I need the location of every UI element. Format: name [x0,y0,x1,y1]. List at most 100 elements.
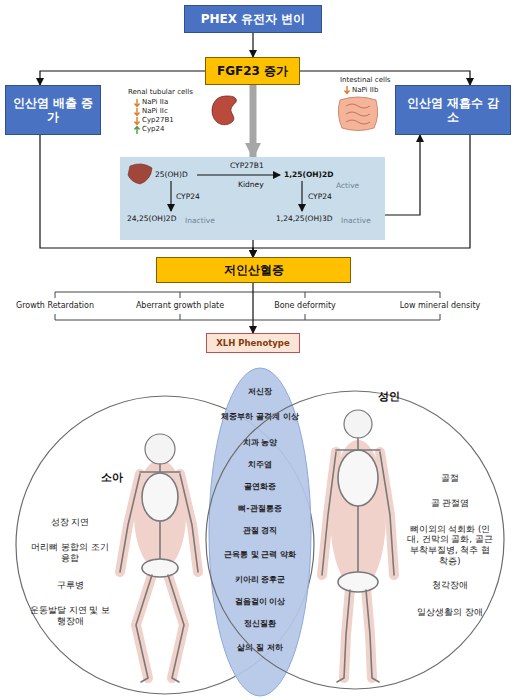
node-label: CYP24 [176,192,200,201]
annotation-label: NaPi IIc [142,107,168,115]
node-label: 일상생활의 장애 [407,607,493,618]
node-label: 체중부하 골격계 이상 [214,412,306,422]
child-skeleton [120,474,140,572]
node-label: 키아리 증후군 [214,575,306,585]
box-label: XLH Phenotype [216,338,289,348]
child-skeleton [180,474,198,572]
feature-label: Low mineral density [400,301,481,311]
bracket-lines [55,314,440,320]
kidney-icon [212,96,236,125]
intestine-icon [338,97,377,131]
node-label: Active [336,181,359,190]
venn-circle: 성인골절골 관절염뼈이외의 석회화 (인대, 건막의 골화, 골근부착부질병, … [205,390,505,690]
adult-skeleton [338,572,378,592]
node-label: 청각장애 [407,580,493,591]
intestine-icon [338,97,377,131]
annotation-label: Cyp27B1 [142,116,174,124]
phenotype-box: XLH Phenotype [206,333,300,353]
adult-skeleton [336,449,380,451]
child-skeleton [142,559,178,577]
adult-skeleton [380,452,394,575]
node-label: 성장 지연 [28,517,112,528]
flow-arrow [300,71,470,85]
expression-arrows [135,127,140,135]
box-label: 인산염 배출 증가 [11,96,95,125]
reaction-arrow [170,181,171,211]
adult-skeleton [337,590,350,682]
expression-arrows [135,108,140,116]
node-label: 골연화증 [214,482,306,492]
node-label: 저신장 [214,387,306,397]
adult-skeleton [322,452,336,575]
child-skeleton [145,434,175,464]
node-label: CYP27B1 [230,161,264,170]
adult-skeleton [366,590,379,682]
ellipse-outline [209,368,311,696]
node-label: 25(OH)D [155,170,188,179]
feature-label: Bone deformity [274,301,336,311]
intestine-icon [346,104,370,124]
flow-arrow [252,283,253,333]
flow-arrow [252,33,253,57]
node-label: 근육통 및 근력 약화 [214,550,306,560]
adult-skeleton [322,410,394,682]
child-skeleton [120,434,198,682]
node-label: 뼈이외의 석회화 (인대, 건막의 골화, 골근부착부질병, 척추 협착증) [407,524,493,567]
flow-arrow [385,135,420,215]
reaction-arrow [197,174,280,175]
annotation-label: NaPi IIb [352,86,378,94]
node-label: Kidney [238,180,264,189]
box-label: 저인산혈증 [224,263,284,277]
process-box: 인산염 배출 증가 [5,85,101,135]
adult-skeleton [338,450,378,506]
node-label: 머리뼈 봉합의 조기융합 [28,542,112,563]
child-skeleton [120,474,198,678]
child-skeleton [120,464,198,682]
node-label: 소아 [92,471,132,485]
node-label: Inactive [185,216,215,225]
node-label: Inactive [341,216,371,225]
reaction-arrow [301,181,302,211]
block-arrow [250,85,257,157]
circle-outline [206,391,504,689]
box-label: 인산염 재흡수 감소 [401,96,505,125]
pathway-panel: 25(OH)D CYP27B1Kidney 1,25(OH)2DActiveCYP2… [120,157,385,240]
node-label: 관절 경직 [214,526,306,536]
child-skeleton [134,460,186,570]
kidney-icon [212,96,236,125]
process-box: PHEX 유전자 변이 [184,5,322,33]
child-skeleton [142,473,178,521]
flow-arrow [40,71,205,85]
liver-icon [128,164,152,184]
annotation-label: NaPi IIa [142,98,168,106]
node-label: 정신질환 [214,619,306,629]
bracket-lines [55,292,440,320]
node-label: 1,25(OH)2D [284,170,333,179]
adult-skeleton [344,410,372,438]
node-label: 걸음걸이 이상 [214,597,306,607]
node-label: CYP24 [308,192,332,201]
node-label: 삶의 질 저하 [214,643,306,653]
feature-label: Growth Retardation [16,301,94,311]
node-label: 뼈-관절통증 [214,504,306,514]
node-label: 골 관절염 [407,498,493,509]
expression-arrows [345,86,350,94]
process-box: 인산염 재흡수 감소 [395,85,511,135]
child-skeleton [168,575,184,682]
box-label: PHEX 유전자 변이 [201,12,306,26]
box-label: FGF23 증가 [217,64,288,78]
node-label: 골절 [407,473,493,484]
annotation-label: Renal tubular cells [128,88,193,96]
bracket-lines [55,292,440,298]
node-label: 운동발달 지연 및 보행장애 [28,605,112,626]
feature-label: Aberrant growth plate [136,301,224,311]
expression-arrows [135,99,140,107]
node-label: 구루병 [28,580,112,591]
child-skeleton [140,471,180,473]
process-box: FGF23 증가 [205,57,300,85]
process-box: 저인산혈증 [156,257,351,283]
node-label: 치과 농양 [214,438,306,448]
adult-skeleton [322,438,394,682]
node-label: 24,25(OH)2D [127,214,176,223]
